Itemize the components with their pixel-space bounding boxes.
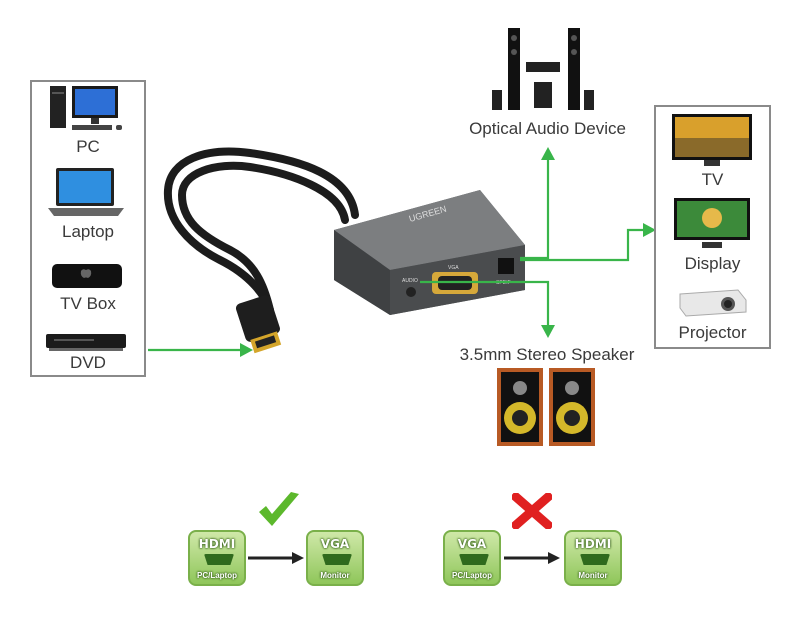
dvd-player-icon: [46, 334, 126, 351]
stereo-speaker-icon: [497, 368, 595, 446]
badge-subtitle: Monitor: [320, 571, 350, 580]
badge-subtitle: Monitor: [578, 571, 608, 580]
display-icon: [674, 198, 750, 248]
tv-box-icon: [52, 264, 122, 288]
port-shape: [322, 554, 352, 565]
output-label-tv: TV: [701, 170, 724, 189]
source-label-dvd: DVD: [70, 353, 106, 372]
badge-hdmi-source: HDMI PC/Laptop: [188, 530, 246, 586]
badge-vga-target: VGA Monitor: [306, 530, 364, 586]
hdmi-plug-icon: [235, 295, 282, 354]
badge-vga-source: VGA PC/Laptop: [443, 530, 501, 586]
arrow-right-icon: [248, 552, 304, 564]
output-label-speaker: 3.5mm Stereo Speaker: [459, 345, 635, 364]
badge-title: VGA: [457, 537, 487, 551]
output-label-projector: Projector: [678, 323, 747, 342]
badge-subtitle: PC/Laptop: [452, 571, 492, 580]
source-label-pc: PC: [76, 137, 100, 156]
source-label-tvbox: TV Box: [60, 294, 116, 313]
badge-title: HDMI: [198, 537, 236, 551]
badge-subtitle: PC/Laptop: [197, 571, 237, 580]
output-label-display: Display: [684, 254, 741, 273]
arrow-right-icon: [504, 552, 560, 564]
hdmi-cable: [163, 147, 359, 314]
cross-icon: [512, 493, 552, 529]
badge-title: HDMI: [574, 537, 612, 551]
hdmi-to-vga-adapter: UGREEN AUDIO VGA SPDIF: [334, 190, 525, 315]
output-label-optical: Optical Audio Device: [469, 119, 626, 138]
tv-icon: [672, 114, 752, 166]
badge-title: VGA: [320, 537, 350, 551]
check-icon: [259, 492, 299, 526]
optical-audio-device-icon: [492, 28, 594, 110]
badge-hdmi-target: HDMI Monitor: [564, 530, 622, 586]
projector-icon: [679, 289, 747, 317]
laptop-icon: [48, 168, 124, 216]
port-shape: [204, 554, 234, 565]
port-label-vga: VGA: [448, 265, 459, 271]
port-shape: [580, 554, 610, 565]
port-shape: [459, 554, 489, 565]
pc-icon: [50, 86, 122, 130]
source-label-laptop: Laptop: [62, 222, 114, 241]
port-label-audio: AUDIO: [402, 278, 418, 284]
